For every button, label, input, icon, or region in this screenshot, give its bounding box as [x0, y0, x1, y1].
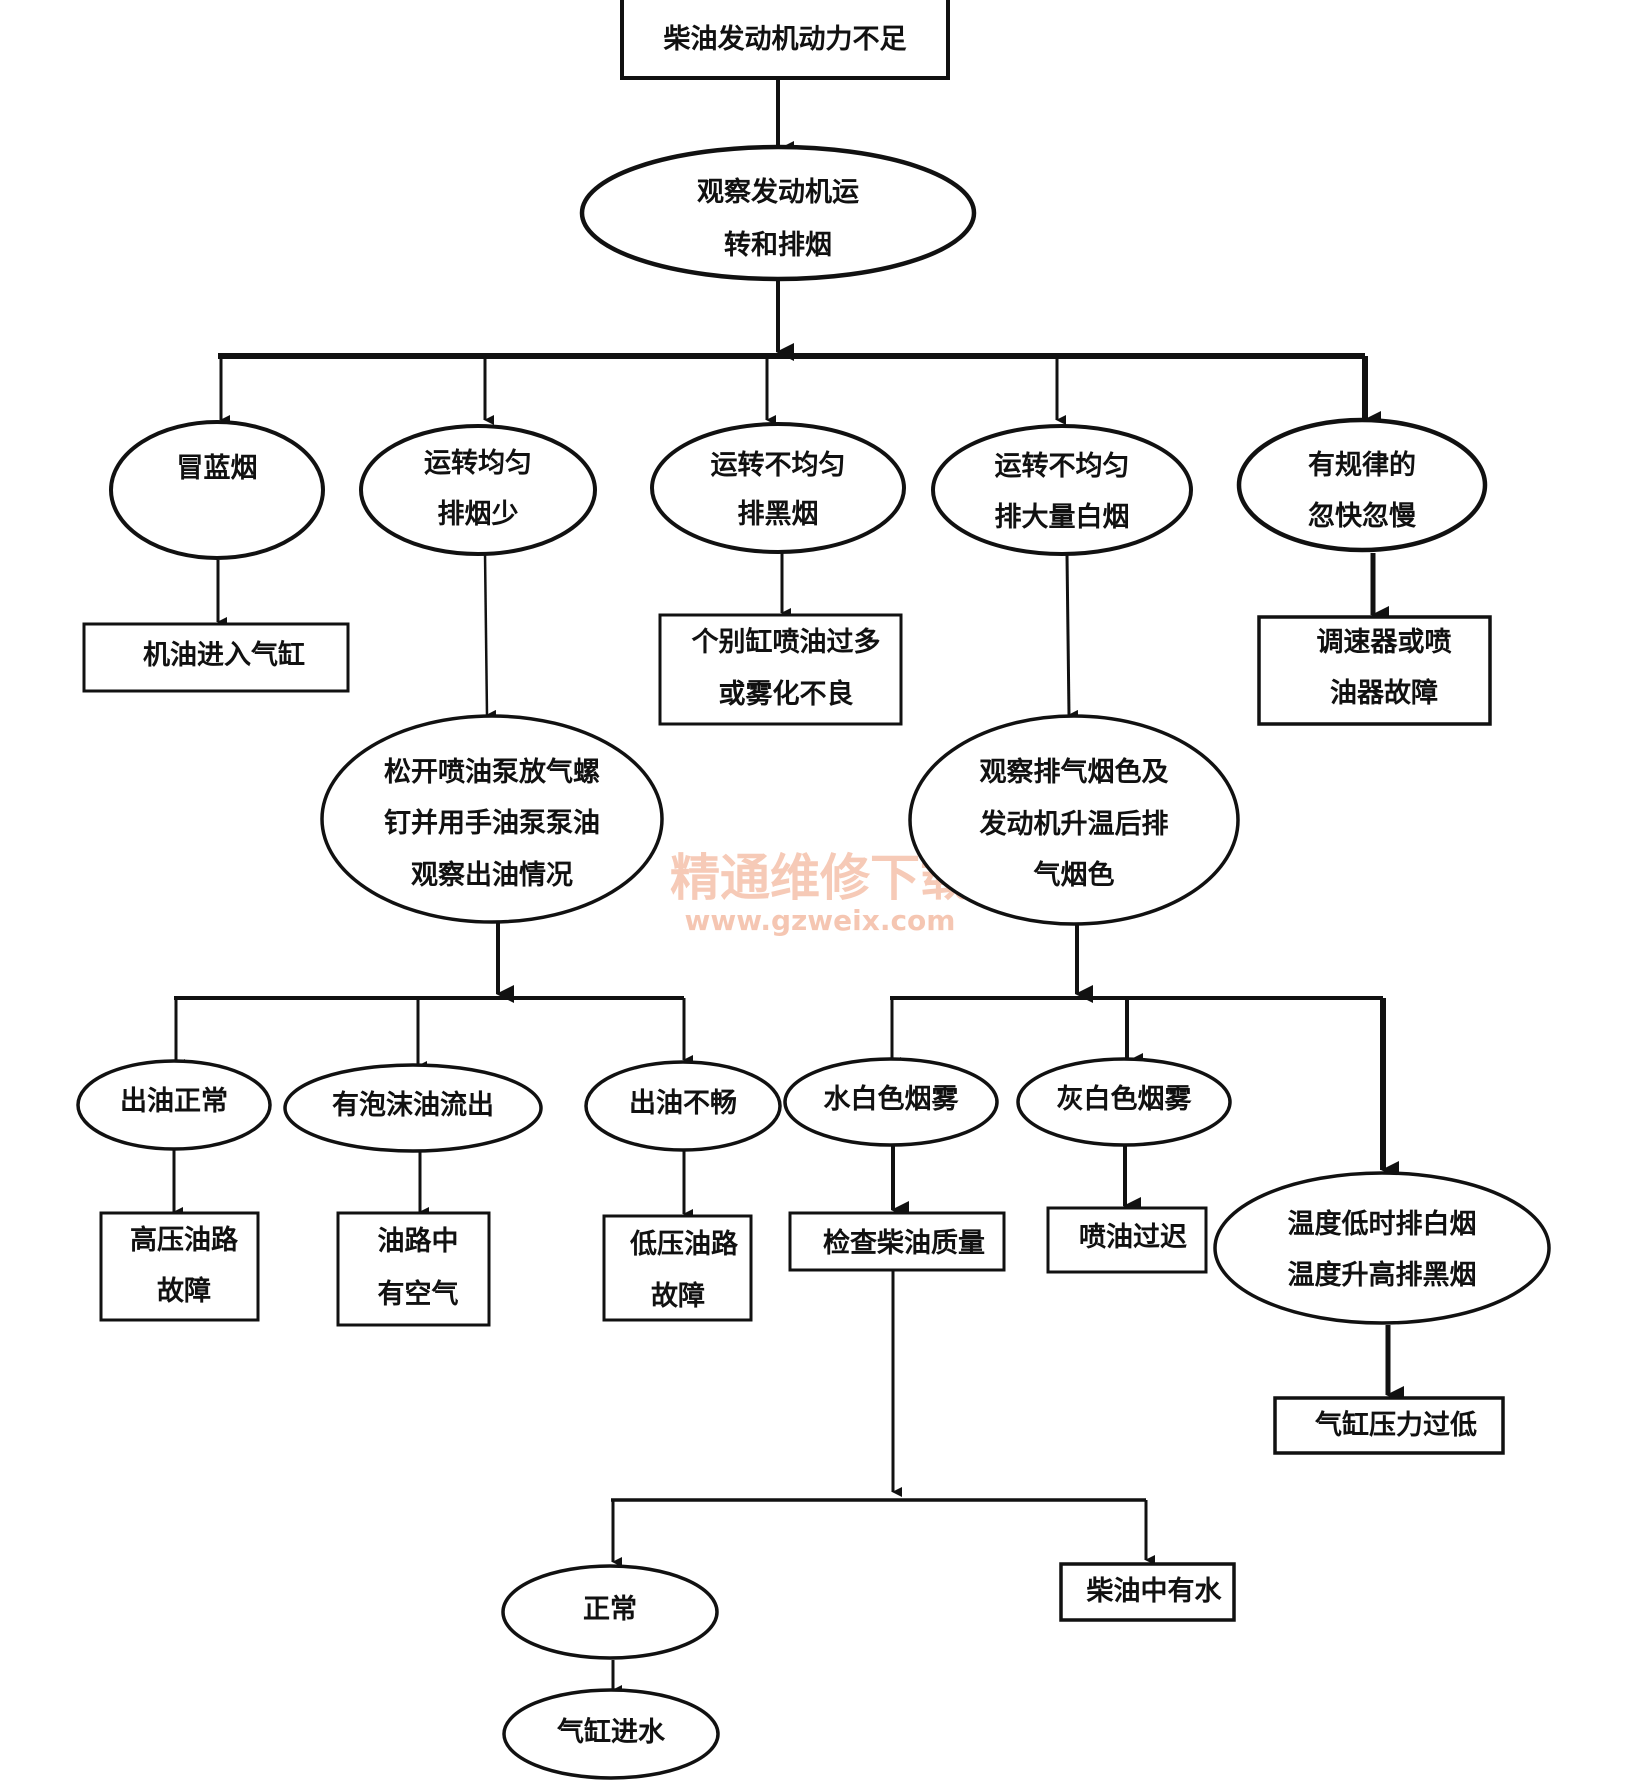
node-governor-line1: 调速器或喷 — [1317, 627, 1452, 658]
node-governor-line2: 油器故障 — [1330, 677, 1438, 709]
node-cyl-water: 气缸进水 — [502, 1688, 720, 1780]
node-blue-smoke-label: 冒蓝烟 — [177, 453, 258, 484]
node-loosen-screw-line3: 观察出油情况 — [411, 859, 573, 891]
node-uneven-white-line1: 运转不均匀 — [995, 451, 1130, 482]
node-observe-line2: 转和排烟 — [724, 230, 832, 261]
node-foam-flow: 有泡沫油流出 — [283, 1063, 543, 1153]
node-normal: 正常 — [501, 1564, 719, 1660]
node-injector-excess-line1: 个别缸喷油过多 — [692, 626, 881, 658]
node-even-little-line1: 运转均匀 — [424, 448, 532, 479]
node-water-in-fuel-label: 柴油中有水 — [1087, 1576, 1223, 1607]
node-check-fuel-label: 检查柴油质量 — [823, 1227, 985, 1259]
node-temp-smoke-line2: 温度升高排黑烟 — [1288, 1259, 1477, 1291]
node-uneven-white-line2: 排大量白烟 — [995, 501, 1130, 533]
node-governor: 调速器或喷 油器故障 — [1257, 615, 1492, 726]
node-water-white: 水白色烟雾 — [783, 1057, 999, 1147]
node-inject-late: 喷油过迟 — [1046, 1206, 1208, 1274]
node-lp-fault-line2: 故障 — [651, 1280, 705, 1312]
node-inject-late-label: 喷油过迟 — [1079, 1222, 1187, 1253]
node-air-in-line-line2: 有空气 — [378, 1278, 459, 1310]
node-observe: 观察发动机运 转和排烟 — [579, 144, 977, 282]
edge-white-observe-exhaust — [1065, 554, 1079, 720]
node-uneven-black-line1: 运转不均匀 — [711, 450, 846, 481]
node-normal-label: 正常 — [583, 1594, 637, 1625]
node-loosen-screw-line1: 松开喷油泵放气螺 — [384, 756, 600, 788]
node-water-in-fuel: 柴油中有水 — [1059, 1562, 1236, 1622]
node-gray-white: 灰白色烟雾 — [1016, 1057, 1232, 1147]
node-observe-exhaust-line2: 发动机升温后排 — [979, 808, 1169, 840]
node-observe-exhaust-line1: 观察排气烟色及 — [980, 756, 1169, 788]
node-injector-excess-line2: 或雾化不良 — [719, 678, 854, 710]
node-even-little: 运转均匀 排烟少 — [359, 424, 597, 556]
node-injector-excess: 个别缸喷油过多 或雾化不良 — [658, 613, 903, 726]
node-root-label: 柴油发动机动力不足 — [664, 23, 907, 55]
node-hp-fault: 高压油路 故障 — [99, 1211, 260, 1322]
node-air-in-line: 油路中 有空气 — [336, 1211, 491, 1327]
node-lp-fault: 低压油路 故障 — [602, 1214, 753, 1322]
connectors — [172, 78, 1404, 1695]
node-cyl-water-label: 气缸进水 — [556, 1716, 666, 1748]
node-periodic-line1: 有规律的 — [1308, 449, 1416, 481]
node-blue-smoke: 冒蓝烟 — [109, 420, 325, 560]
node-even-little-line2: 排烟少 — [438, 499, 519, 530]
node-flow-normal-label: 出油正常 — [120, 1086, 228, 1117]
node-flow-normal: 出油正常 — [76, 1059, 272, 1151]
node-low-compression-label: 气缸压力过低 — [1314, 1409, 1477, 1441]
node-temp-smoke: 温度低时排白烟 温度升高排黑烟 — [1213, 1171, 1551, 1325]
node-periodic: 有规律的 忽快忽慢 — [1236, 417, 1488, 553]
node-flow-poor-label: 出油不畅 — [629, 1088, 737, 1119]
node-check-fuel: 检查柴油质量 — [788, 1211, 1006, 1272]
node-periodic-line2: 忽快忽慢 — [1308, 501, 1417, 532]
node-uneven-white: 运转不均匀 排大量白烟 — [931, 424, 1193, 556]
node-observe-exhaust: 观察排气烟色及 发动机升温后排 气烟色 — [908, 714, 1240, 926]
watermark-url: www.gzweix.com — [685, 904, 956, 937]
node-loosen-screw: 松开喷油泵放气螺 钉并用手油泵泵油 观察出油情况 — [320, 714, 664, 924]
node-flow-poor: 出油不畅 — [584, 1060, 782, 1152]
node-air-in-line-line1: 油路中 — [378, 1225, 459, 1257]
node-observe-exhaust-line3: 气烟色 — [1033, 859, 1115, 891]
edge-even-loosen — [483, 552, 497, 720]
node-foam-flow-label: 有泡沫油流出 — [332, 1089, 494, 1121]
node-uneven-black-line2: 排黑烟 — [738, 499, 819, 530]
node-root: 柴油发动机动力不足 — [620, 0, 950, 80]
node-uneven-black: 运转不均匀 排黑烟 — [650, 422, 906, 554]
node-oil-in-cyl: 机油进入气缸 — [82, 622, 350, 693]
node-hp-fault-line1: 高压油路 — [130, 1224, 239, 1256]
node-gray-white-label: 灰白色烟雾 — [1057, 1083, 1193, 1115]
node-oil-in-cyl-label: 机油进入气缸 — [143, 639, 305, 671]
node-hp-fault-line2: 故障 — [157, 1275, 211, 1307]
node-water-white-label: 水白色烟雾 — [824, 1083, 960, 1115]
node-lp-fault-line1: 低压油路 — [629, 1228, 739, 1260]
node-low-compression: 气缸压力过低 — [1273, 1396, 1505, 1455]
node-temp-smoke-line1: 温度低时排白烟 — [1288, 1208, 1477, 1240]
node-loosen-screw-line2: 钉并用手油泵泵油 — [384, 807, 600, 839]
node-observe-line1: 观察发动机运 — [697, 176, 859, 208]
